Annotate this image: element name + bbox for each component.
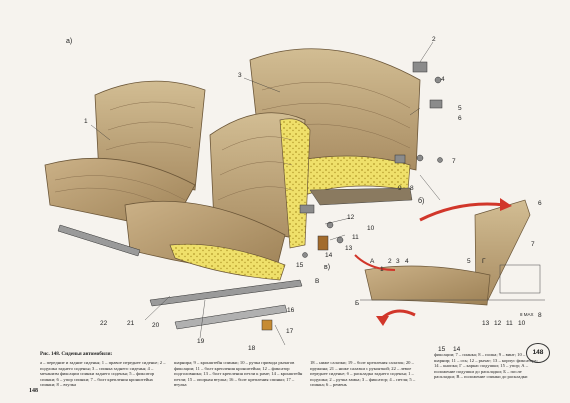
callout-15: 15 (296, 262, 304, 269)
callout-20: 20 (152, 322, 160, 329)
detail-callout-a: А (370, 258, 375, 265)
callout-5: 5 (458, 105, 462, 112)
panel-a-label: а) (66, 38, 73, 45)
hardware-parts (299, 61, 443, 258)
callout-19: 19 (197, 338, 205, 345)
folding-seat-detail (354, 198, 545, 326)
detail-callout-1: 1 (380, 266, 384, 273)
caption-col-1: а – передние и задние сиденья; 1 – право… (40, 360, 166, 388)
figure-caption: Рис. 148. Сиденья автомобиля: а – передн… (40, 351, 540, 402)
page-number: 148 (29, 388, 38, 394)
callout-7: 7 (452, 158, 456, 165)
detail-callout-6: 6 (538, 200, 542, 207)
detail-callout-b: Б (355, 300, 360, 307)
panel-v-label: в) (324, 264, 331, 271)
callout-16: 16 (287, 307, 295, 314)
detail-callout-11: 11 (506, 320, 513, 327)
rear-seat-cushion (299, 155, 413, 206)
seat-rails (57, 224, 303, 331)
caption-col-3: 18 – ниже салазки; 19 – болт крепления с… (310, 360, 416, 388)
callout-3: 3 (238, 72, 242, 79)
detail-callout-10: 10 (518, 320, 526, 327)
detail-callout-3: 3 (396, 258, 400, 265)
callout-18: 18 (248, 345, 256, 352)
leader-lines (90, 41, 441, 346)
caption-title: Рис. 148. Сиденья автомобиля: (40, 351, 113, 357)
page-badge: 148 (526, 343, 550, 363)
callout-2: 2 (432, 36, 436, 43)
callout-13: 13 (345, 245, 353, 252)
callout-1: 1 (84, 118, 88, 125)
detail-callout-7: 7 (531, 241, 535, 248)
caption-col-4: фиксации; 7 – планка; 8 – полка; 9 – вин… (434, 352, 538, 380)
detail-callout-2: 2 (388, 258, 392, 265)
callout-14: 14 (325, 252, 333, 259)
callout-4: 4 (441, 76, 445, 83)
callout-8: 8 (410, 185, 414, 192)
callout-12: 12 (347, 214, 355, 221)
detail-callout-8: 8 (538, 312, 542, 319)
panel-b-label: б) (418, 198, 425, 205)
callout-11: 11 (352, 234, 359, 241)
detail-callout-g: Г (482, 258, 486, 265)
detail-callout-4: 4 (405, 258, 409, 265)
detail-callout-12: 12 (494, 320, 502, 327)
callout-17: 17 (286, 328, 294, 335)
detail-callout-15: 15 (438, 346, 446, 353)
callout-9: 9 (398, 185, 402, 192)
detail-rotation-label: 8 МАХ (520, 312, 534, 317)
callout-6: 6 (458, 115, 462, 122)
caption-col-2: шарнира; 9 – кронштейн спинки; 10 – ручк… (174, 360, 303, 388)
callout-10: 10 (367, 225, 375, 232)
detail-callout-v: В (315, 278, 320, 285)
detail-callout-13: 13 (482, 320, 490, 327)
callout-21: 21 (127, 320, 135, 327)
detail-callout-14: 14 (453, 346, 461, 353)
front-right-seat (124, 112, 311, 281)
callout-22: 22 (100, 320, 108, 327)
detail-callout-5: 5 (467, 258, 471, 265)
